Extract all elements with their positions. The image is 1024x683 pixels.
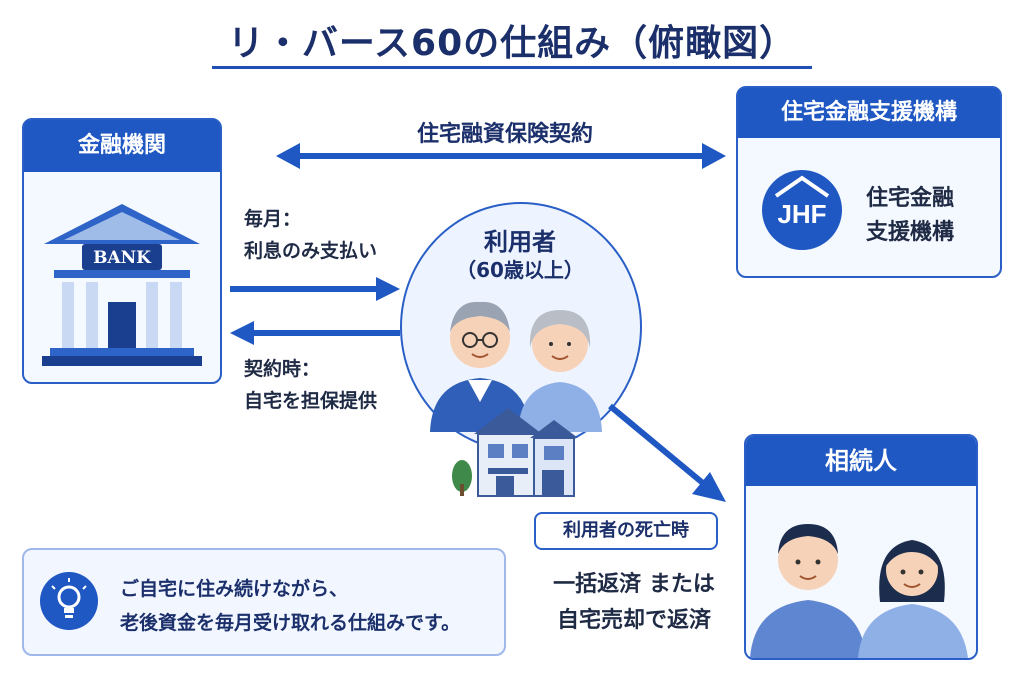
tip-line1: ご自宅に住み続けながら、 [120,578,349,600]
heirs-header: 相続人 [746,436,976,486]
jhf-logo-icon: JHF [762,170,842,250]
insurance-label: 住宅融資保険契約 [416,122,593,147]
repayment-line2: 自宅売却で返済 [556,608,711,633]
tip-line2: 老後資金を毎月受け取れる仕組みです。 [120,612,461,634]
monthly-payment-arrow [230,277,400,301]
diagram-title: リ・バース60の仕組み（俯瞰図） [227,23,797,64]
jhf-name-line2: 支援機構 [866,220,955,245]
elderly-couple-icon [430,301,602,432]
bank-building-icon: BANK [42,204,202,366]
heirs-box: 相続人 [744,434,978,660]
tip-box: ご自宅に住み続けながら、 老後資金を毎月受け取れる仕組みです。 [22,548,506,656]
title-underline [212,66,812,69]
house-icon [452,408,578,497]
monthly-label-line1: 毎月： [244,208,302,230]
jhf-header: 住宅金融支援機構 [738,88,1000,138]
user-label: 利用者 [484,228,556,256]
inheritance-arrow [608,403,726,502]
bank-sign: BANK [93,248,152,268]
user-age-label: （60歳以上） [456,258,584,282]
collateral-arrow [230,321,400,345]
heirs-couple-icon [750,524,968,658]
insurance-double-arrow [276,143,726,169]
contract-label-line1: 契約時： [244,358,321,380]
jhf-box: 住宅金融支援機構 JHF 住宅金融 支援機構 [736,86,1002,278]
bank-box: 金融機関 BANK [22,118,222,384]
jhf-logo-text: JHF [777,199,827,229]
lightbulb-icon [40,572,98,630]
monthly-label-line2: 利息のみ支払い [244,240,378,262]
repayment-line1: 一括返済 または [553,572,715,597]
jhf-name-line1: 住宅金融 [866,186,955,211]
contract-label-line2: 自宅を担保提供 [244,390,378,412]
death-badge: 利用者の死亡時 [534,512,718,550]
bank-header: 金融機関 [24,120,220,172]
